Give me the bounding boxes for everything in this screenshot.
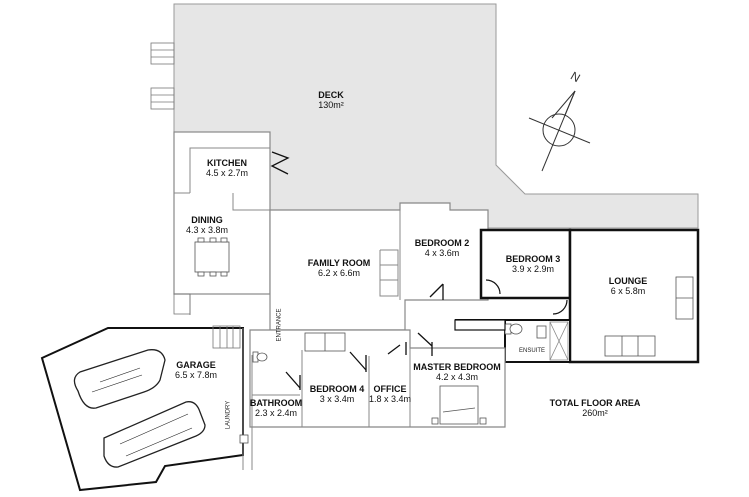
room-name: MASTER BEDROOM: [413, 362, 501, 372]
room-dims: 1.8 x 3.4m: [368, 394, 412, 405]
room-name: KITCHEN: [207, 158, 247, 168]
room-dims: 4.2 x 4.3m: [435, 372, 479, 383]
room-bedroom-3: BEDROOM 3 3.9 x 2.9m: [506, 254, 561, 275]
room-kitchen: KITCHEN 4.5 x 2.7m: [206, 158, 248, 179]
room-name: LOUNGE: [608, 276, 648, 286]
room-name: BATHROOM: [249, 398, 303, 408]
room-name: OFFICE: [373, 384, 407, 394]
room-garage: GARAGE 6.5 x 7.8m: [175, 360, 217, 381]
deck-name: DECK: [318, 90, 344, 100]
room-dims: 4.3 x 3.8m: [185, 225, 229, 236]
entrance-label: ENTRANCE: [276, 308, 283, 342]
family-room-area: [269, 202, 489, 331]
room-master-bedroom: MASTER BEDROOM 4.2 x 4.3m: [413, 362, 501, 383]
room-name: GARAGE: [176, 360, 216, 370]
room-dims: 3 x 3.4m: [319, 394, 355, 405]
room-dims: 6 x 5.8m: [610, 286, 646, 297]
total-value: 260m²: [582, 408, 608, 419]
total-label: TOTAL FLOOR AREA: [549, 398, 641, 408]
car-2: [103, 401, 206, 468]
room-name: BEDROOM 2: [414, 238, 470, 248]
ensuite-label: ENSUITE: [519, 348, 546, 354]
room-name: FAMILY ROOM: [307, 258, 371, 268]
master-bed: [431, 385, 487, 425]
deck-label: DECK 130m²: [318, 90, 344, 111]
car-1: [73, 349, 166, 409]
bifold-door: [270, 151, 290, 175]
room-office: OFFICE 1.8 x 3.4m: [369, 384, 411, 405]
ensuite-toilet: [504, 323, 547, 339]
compass-icon: [528, 90, 591, 172]
room-lounge: LOUNGE 6 x 5.8m: [609, 276, 648, 297]
room-dims: 6.2 x 6.6m: [317, 268, 361, 279]
bathroom-toilet: [252, 351, 268, 363]
room-bedroom-4: BEDROOM 4 3 x 3.4m: [310, 384, 365, 405]
room-dims: 6.5 x 7.8m: [174, 370, 218, 381]
total-floor-area: TOTAL FLOOR AREA 260m²: [550, 398, 641, 419]
room-name: DINING: [191, 215, 223, 225]
room-dims: 4.5 x 2.7m: [205, 168, 249, 179]
room-dining: DINING 4.3 x 3.8m: [186, 215, 228, 236]
room-name: BEDROOM 3: [505, 254, 561, 264]
room-dims: 3.9 x 2.9m: [511, 264, 555, 275]
room-dims: 4 x 3.6m: [424, 248, 460, 259]
deck-area-value: 130m²: [318, 100, 344, 111]
dining-table: [194, 237, 230, 277]
room-dims: 2.3 x 2.4m: [254, 408, 298, 419]
deck-stairs: [150, 42, 175, 110]
laundry-label: LAUNDRY: [225, 400, 232, 430]
room-bedroom-2: BEDROOM 2 4 x 3.6m: [415, 238, 470, 259]
lounge-area: [568, 228, 700, 364]
lounge-sofa: [604, 276, 694, 357]
room-bathroom: BATHROOM 2.3 x 2.4m: [250, 398, 302, 419]
room-family-room: FAMILY ROOM 6.2 x 6.6m: [308, 258, 371, 279]
room-name: BEDROOM 4: [309, 384, 365, 394]
garage-stairs: [173, 293, 241, 349]
bedroom-4-sofa: [304, 332, 346, 352]
